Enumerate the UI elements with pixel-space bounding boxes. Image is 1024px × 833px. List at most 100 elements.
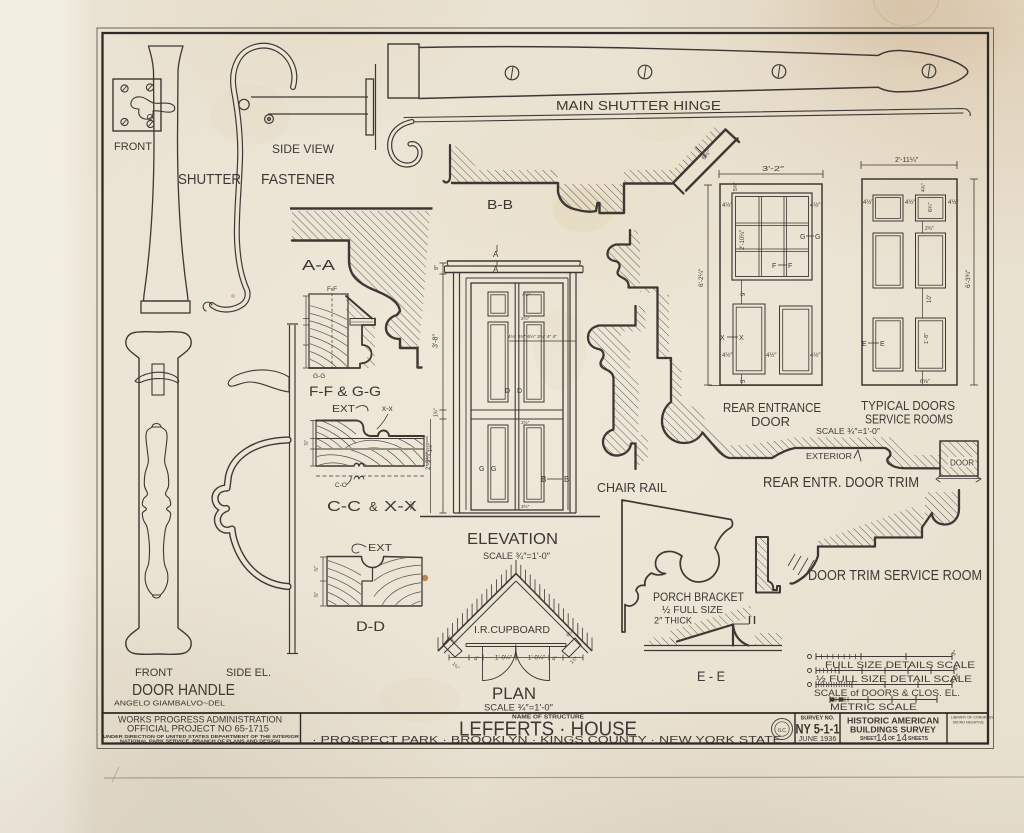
svg-text:· PROSPECT PARK · BROOKLYN: · PROSPECT PARK · BROOKLYN · KINGS COUNT… [312, 735, 782, 746]
svg-text:B-B: B-B [487, 197, 513, 212]
svg-text:D: D [517, 388, 522, 395]
svg-text:REAR ENTRANCE: REAR ENTRANCE [723, 400, 821, 415]
svg-text:6'-2¼″: 6'-2¼″ [698, 268, 705, 287]
svg-text:3½″: 3½″ [409, 501, 416, 510]
svg-text:2'-10¼″: 2'-10¼″ [740, 229, 746, 250]
svg-text:SIDE EL.: SIDE EL. [226, 667, 271, 679]
svg-text:G: G [800, 234, 805, 241]
svg-text:MAIN SHUTTER HINGE: MAIN SHUTTER HINGE [556, 98, 721, 113]
svg-text:FULL SIZE DETAILS SCALE: FULL SIZE DETAILS SCALE [825, 660, 975, 671]
svg-text:⅞″: ⅞″ [304, 440, 310, 446]
svg-text:DOOR HANDLE: DOOR HANDLE [132, 682, 235, 699]
svg-text:C-C: C-C [335, 482, 347, 489]
svg-text:1'-0¼″: 1'-0¼″ [495, 656, 513, 662]
svg-text:X-X: X-X [384, 498, 417, 515]
svg-text:10½″: 10½″ [446, 633, 458, 645]
svg-text:x-x: x-x [382, 404, 393, 413]
svg-text:SCALE ¾″=1'-0″: SCALE ¾″=1'-0″ [483, 551, 551, 561]
svg-text:4½″: 4½″ [948, 199, 959, 206]
svg-text:A: A [493, 250, 499, 259]
svg-text:SERVICE ROOMS: SERVICE ROOMS [865, 412, 953, 427]
svg-text:E: E [880, 341, 885, 348]
svg-text:4½″: 4½″ [766, 352, 777, 359]
svg-text:2½″: 2½″ [521, 419, 530, 426]
svg-text:½ FULL SIZE: ½ FULL SIZE [662, 605, 723, 616]
svg-text:1'-0¼″: 1'-0¼″ [528, 656, 546, 662]
svg-text:NY 5-1-1: NY 5-1-1 [796, 722, 840, 737]
svg-text:1⅛″: 1⅛″ [451, 661, 460, 670]
svg-text:D-D: D-D [356, 618, 385, 634]
svg-text:ILC: ILC [778, 728, 786, 734]
svg-text:2½″: 2½″ [521, 315, 530, 322]
svg-text:DOOR: DOOR [950, 459, 974, 468]
svg-text:OF: OF [888, 736, 895, 742]
svg-text:I.R.CUPBOARD: I.R.CUPBOARD [474, 624, 550, 636]
svg-text:PORCH BRACKET: PORCH BRACKET [653, 592, 744, 604]
svg-text:E - E: E - E [697, 668, 725, 684]
svg-text:3'-8″: 3'-8″ [433, 334, 440, 348]
svg-text:4½″: 4½″ [522, 291, 531, 298]
svg-text:4¾″: 4¾″ [921, 183, 927, 192]
svg-text:10': 10' [927, 295, 933, 303]
svg-text:F: F [788, 263, 792, 270]
svg-text:FRONT: FRONT [135, 667, 173, 679]
svg-text:METRIC SCALE: METRIC SCALE [830, 702, 917, 713]
svg-text:BUILDINGS SURVEY: BUILDINGS SURVEY [850, 725, 936, 735]
svg-text:&: & [369, 499, 378, 514]
svg-text:EXTERIOR: EXTERIOR [806, 452, 852, 461]
svg-text:X: X [720, 335, 725, 342]
svg-text:4½″: 4½″ [905, 199, 916, 206]
svg-text:B: B [541, 475, 546, 484]
svg-text:TYPICAL DOORS: TYPICAL DOORS [861, 398, 955, 413]
svg-text:SCALE ¾″=1'-0″: SCALE ¾″=1'-0″ [816, 426, 880, 436]
svg-text:PLAN: PLAN [492, 685, 536, 703]
svg-text:1¾″: 1¾″ [434, 408, 440, 417]
svg-text:JUNE 1936: JUNE 1936 [799, 736, 837, 743]
svg-text:3″: 3″ [951, 650, 959, 658]
svg-text:1⅞″: 1⅞″ [569, 655, 578, 664]
svg-text:6¾″: 6¾″ [928, 202, 934, 212]
svg-text:D: D [505, 388, 510, 395]
svg-text:4'-0″: 4'-0″ [950, 673, 962, 685]
svg-text:G-G: G-G [313, 373, 325, 380]
svg-text:SCALE of DOORS & CLOS. EL.: SCALE of DOORS & CLOS. EL. [814, 688, 960, 699]
svg-text:4½″ 2¾″ 6½″ 2¼″ 4″ 4″: 4½″ 2¾″ 6½″ 2¼″ 4″ 4″ [508, 333, 557, 340]
svg-text:DOOR TRIM SERVICE ROOM: DOOR TRIM SERVICE ROOM [808, 567, 982, 584]
svg-text:⅞″: ⅞″ [314, 566, 320, 572]
svg-text:OFFICIAL PROJECT NO 65-1715: OFFICIAL PROJECT NO 65-1715 [127, 724, 269, 734]
svg-text:MICRO NEGATIVE: MICRO NEGATIVE [953, 721, 984, 725]
svg-text:6'-3¾″: 6'-3¾″ [965, 269, 972, 288]
svg-text:9″: 9″ [434, 265, 440, 270]
svg-text:14: 14 [896, 733, 908, 744]
svg-text:F-F: F-F [327, 286, 337, 293]
svg-text:HISTORIC AMERICAN: HISTORIC AMERICAN [847, 716, 939, 726]
svg-text:E: E [862, 341, 867, 348]
svg-text:4½″: 4½″ [722, 202, 733, 209]
svg-text:2″ THICK: 2″ THICK [654, 616, 692, 626]
svg-text:NATIONAL PARK SERVICE, BRANCH: NATIONAL PARK SERVICE, BRANCH OF PLANS A… [120, 739, 281, 744]
svg-text:1⅛″: 1⅛″ [428, 443, 434, 452]
svg-text:FASTENER: FASTENER [261, 171, 335, 188]
svg-text:SHUTTER: SHUTTER [178, 171, 241, 188]
svg-text:ANGELO GIAMBALVO~DEL: ANGELO GIAMBALVO~DEL [114, 701, 225, 708]
svg-text:5': 5' [741, 379, 747, 383]
svg-text:EXT: EXT [332, 404, 355, 415]
svg-text:F: F [772, 263, 776, 270]
svg-text:⅞″: ⅞″ [314, 592, 320, 598]
svg-text:NAME OF STRUCTURE: NAME OF STRUCTURE [512, 715, 585, 721]
svg-text:4½″: 4½″ [722, 352, 733, 359]
svg-text:F-F & G-G: F-F & G-G [309, 383, 381, 399]
svg-text:SCALE ¾″=1'-0″: SCALE ¾″=1'-0″ [484, 703, 554, 713]
svg-text:SHEETS: SHEETS [908, 736, 929, 742]
svg-text:G: G [491, 466, 496, 473]
svg-text:9': 9' [741, 292, 747, 296]
svg-text:B: B [564, 475, 569, 484]
svg-text:X: X [739, 335, 744, 342]
svg-text:5¾″: 5¾″ [733, 182, 739, 191]
svg-text:6⅝″: 6⅝″ [920, 379, 930, 385]
svg-text:G: G [815, 234, 820, 241]
svg-text:A: A [493, 265, 499, 274]
svg-text:WORKS PROGRESS ADMINISTRATIO: WORKS PROGRESS ADMINISTRATION [118, 715, 282, 725]
svg-text:SIDE VIEW: SIDE VIEW [272, 144, 334, 156]
svg-text:EXT: EXT [368, 543, 392, 554]
